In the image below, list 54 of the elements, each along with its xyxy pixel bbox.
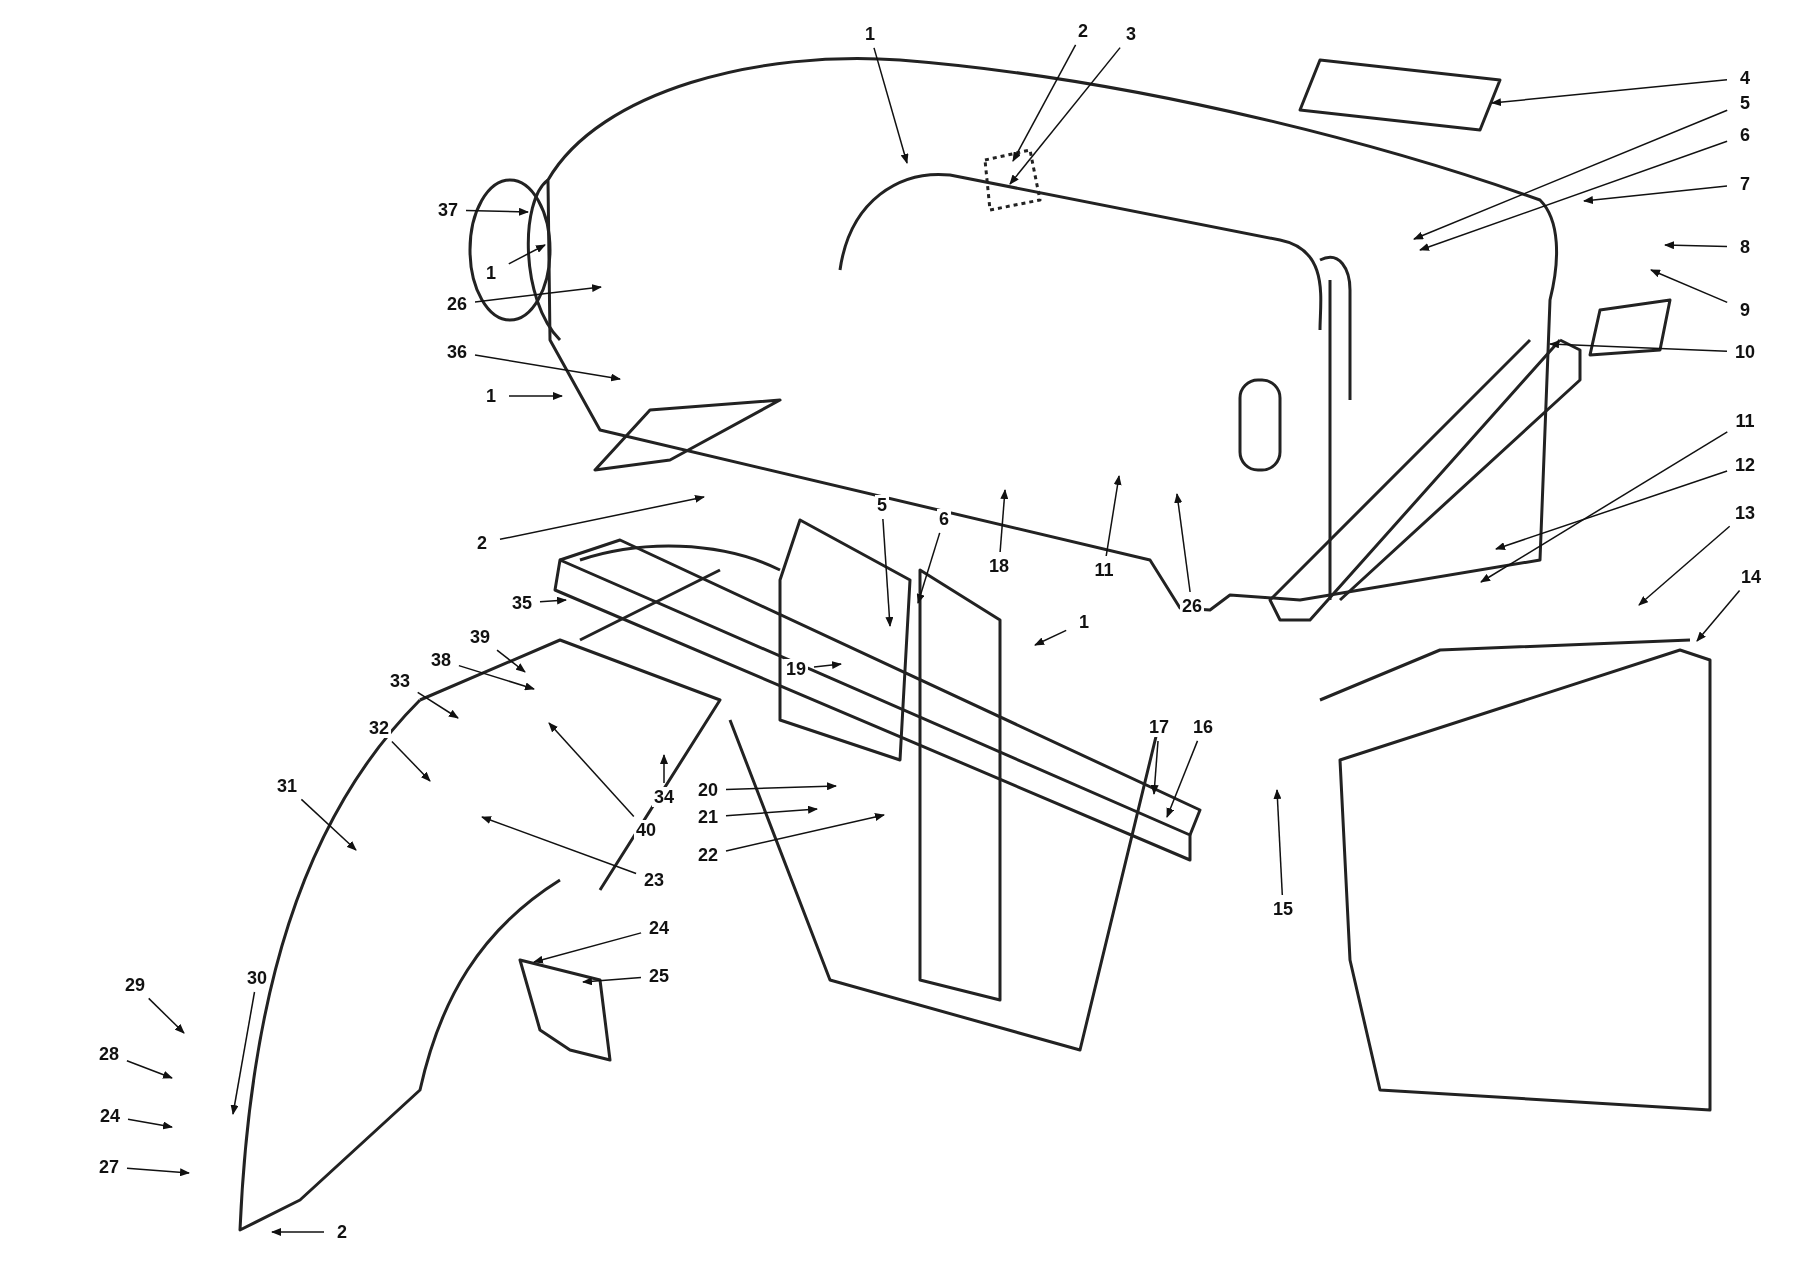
leader-line bbox=[1009, 46, 1121, 185]
leader-line bbox=[1413, 109, 1728, 240]
callout-number: 32 bbox=[367, 718, 391, 738]
leader-line bbox=[458, 664, 535, 691]
leader-line bbox=[300, 798, 357, 851]
leader-line bbox=[1491, 79, 1728, 107]
leader-line bbox=[582, 976, 642, 986]
leader-line bbox=[1166, 740, 1199, 818]
leader-line bbox=[725, 813, 885, 852]
leader-line bbox=[508, 392, 563, 400]
leader-line bbox=[1495, 470, 1728, 550]
callout-number: 34 bbox=[652, 787, 676, 807]
leader-line bbox=[539, 596, 567, 605]
leader-line bbox=[1150, 740, 1159, 795]
leader-line bbox=[1664, 241, 1728, 250]
leader-line bbox=[496, 649, 526, 673]
leader-line bbox=[474, 354, 621, 382]
leader-line bbox=[508, 244, 546, 265]
leader-line bbox=[126, 1060, 173, 1079]
leader-line bbox=[391, 740, 431, 782]
leader-line bbox=[465, 207, 529, 216]
leader-line bbox=[548, 722, 635, 818]
leader-line bbox=[1273, 789, 1284, 896]
leader-line bbox=[1583, 185, 1728, 205]
leader-line bbox=[1650, 269, 1728, 304]
leader-line bbox=[499, 494, 705, 541]
leader-line bbox=[147, 997, 185, 1034]
leader-line bbox=[1480, 431, 1729, 583]
leader-line bbox=[1034, 629, 1067, 646]
callout-number: 40 bbox=[634, 820, 658, 840]
leader-line bbox=[230, 991, 256, 1115]
leader-line bbox=[813, 661, 842, 669]
leader-line bbox=[725, 782, 837, 791]
leader-line bbox=[873, 47, 909, 164]
leader-line bbox=[1174, 493, 1191, 593]
leader-line bbox=[271, 1228, 325, 1236]
leader-line bbox=[533, 932, 642, 964]
leader-line bbox=[999, 489, 1009, 553]
leader-line bbox=[916, 532, 941, 604]
callout-number: 17 bbox=[1147, 717, 1171, 737]
leader-line bbox=[127, 1118, 173, 1130]
leader-line bbox=[1638, 525, 1731, 606]
leader-line bbox=[1419, 140, 1728, 251]
leader-line bbox=[126, 1167, 190, 1177]
leader-line bbox=[882, 518, 894, 627]
leader-line bbox=[725, 805, 818, 817]
leader-line bbox=[1105, 475, 1122, 557]
leader-line bbox=[660, 754, 668, 784]
leader-line bbox=[1696, 589, 1741, 642]
leader-line bbox=[481, 816, 637, 875]
leader-line bbox=[474, 284, 602, 303]
leader-line bbox=[1012, 44, 1077, 162]
leader-line bbox=[416, 691, 459, 719]
leader-line bbox=[1549, 340, 1728, 353]
